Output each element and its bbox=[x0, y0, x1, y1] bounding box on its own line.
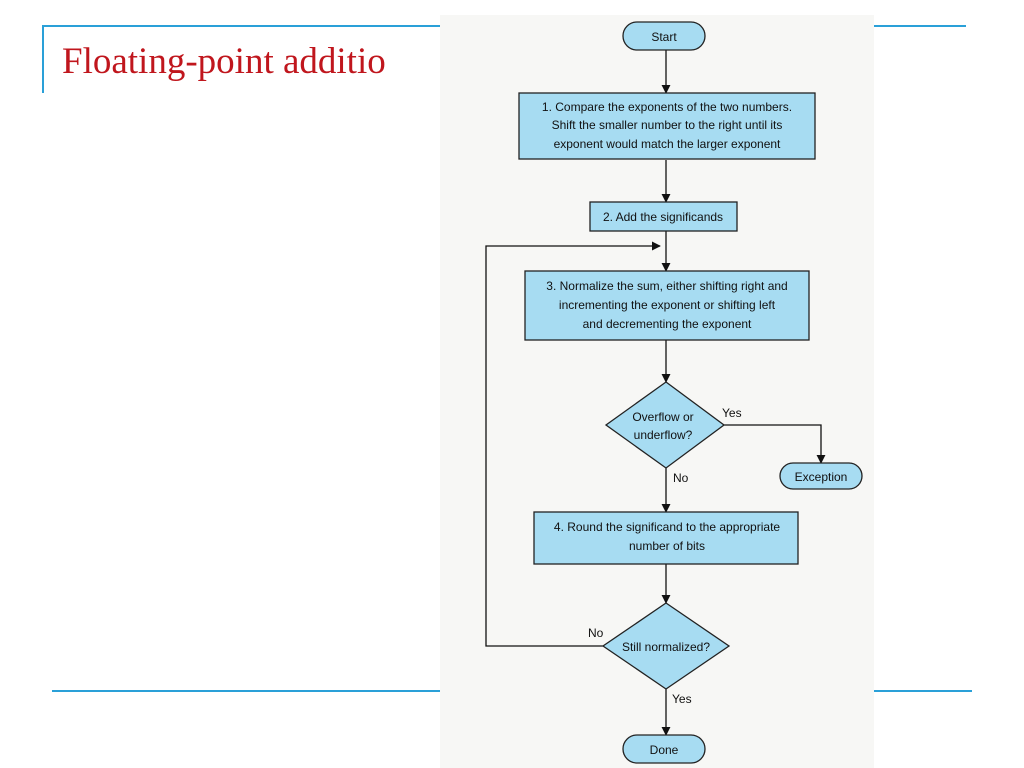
decision1-diamond: Overflow or underflow? bbox=[604, 381, 726, 469]
slide-title: Floating-point additio bbox=[62, 41, 386, 82]
decision1-yes-label: Yes bbox=[722, 406, 742, 420]
step1-line-1: 1. Compare the exponents of the two numb… bbox=[542, 100, 792, 114]
step1-line-3: exponent would match the larger exponent bbox=[554, 137, 781, 151]
step1-line-2: Shift the smaller number to the right un… bbox=[552, 118, 783, 132]
step1-box: 1. Compare the exponents of the two numb… bbox=[518, 92, 816, 160]
decision1-line-1: Overflow or bbox=[632, 410, 693, 424]
step4-line-1: 4. Round the significand to the appropri… bbox=[554, 520, 780, 534]
edge-decision1-exception bbox=[724, 424, 826, 464]
done-node: Done bbox=[622, 734, 706, 764]
decision1-line-2: underflow? bbox=[634, 428, 693, 442]
step4-box: 4. Round the significand to the appropri… bbox=[533, 511, 799, 565]
step3-box: 3. Normalize the sum, either shifting ri… bbox=[524, 270, 810, 341]
exception-node: Exception bbox=[779, 462, 863, 490]
decision2-no-label: No bbox=[588, 626, 604, 640]
step3-line-3: and decrementing the exponent bbox=[583, 317, 752, 331]
step2-box: 2. Add the significands bbox=[589, 201, 738, 232]
step3-line-2: incrementing the exponent or shifting le… bbox=[559, 298, 776, 312]
decision2-label: Still normalized? bbox=[622, 640, 710, 654]
done-label: Done bbox=[650, 743, 679, 757]
decision2-diamond: Still normalized? bbox=[601, 602, 731, 690]
flowchart-svg: Start 1. Compare the exponents of the tw… bbox=[485, 21, 863, 764]
connectors bbox=[485, 50, 826, 736]
decision2-yes-label: Yes bbox=[672, 692, 692, 706]
step2-label: 2. Add the significands bbox=[603, 210, 723, 224]
decision1-no-label: No bbox=[673, 471, 689, 485]
exception-label: Exception bbox=[795, 470, 848, 484]
step4-line-2: number of bits bbox=[629, 539, 705, 553]
left-accent-rule bbox=[42, 25, 44, 93]
flowchart-figure: Start 1. Compare the exponents of the tw… bbox=[440, 15, 874, 768]
start-label: Start bbox=[651, 30, 677, 44]
edge-decision2-loop-back bbox=[485, 241, 661, 647]
step3-line-1: 3. Normalize the sum, either shifting ri… bbox=[546, 279, 787, 293]
start-node: Start bbox=[622, 21, 706, 51]
